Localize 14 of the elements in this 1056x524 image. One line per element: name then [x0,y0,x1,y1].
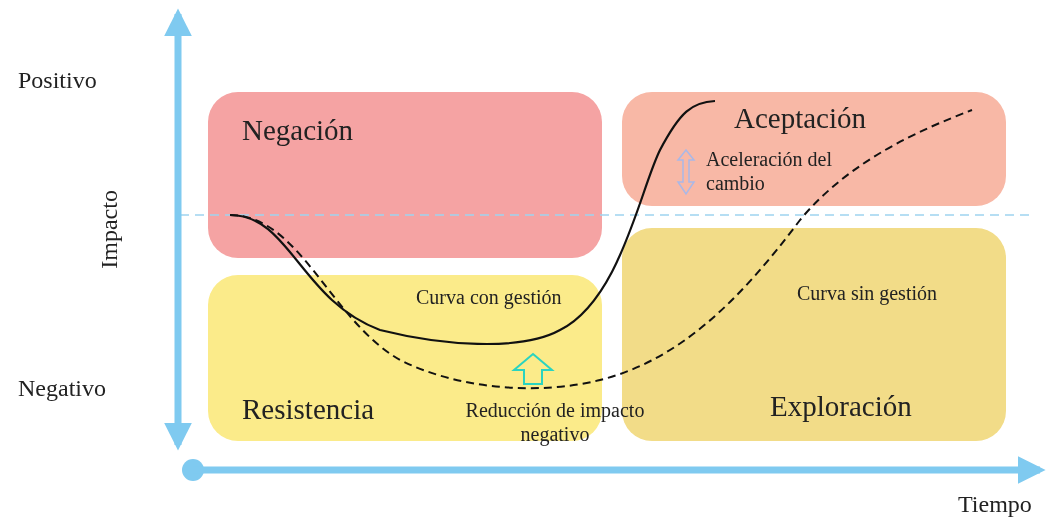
annotation-text: Curva con gestión [416,285,562,309]
stage-box [208,92,602,258]
annotation-text: Curva sin gestión [797,281,937,305]
annotation-text: Aceleración del cambio [706,147,834,195]
annotation-text: Positivo [18,66,97,95]
stage-heading: Exploración [770,390,912,423]
stage-heading: Resistencia [242,393,375,426]
annotation-text: Tiempo [958,490,1032,519]
annotation-text: Reducción de impacto negativo [464,398,646,446]
stage-box [622,92,1006,206]
stage-heading: Aceptación [734,102,867,135]
annotation-text: Negativo [18,374,106,403]
axis-title: Impacto [94,190,123,269]
stage-heading: Negación [242,114,354,147]
